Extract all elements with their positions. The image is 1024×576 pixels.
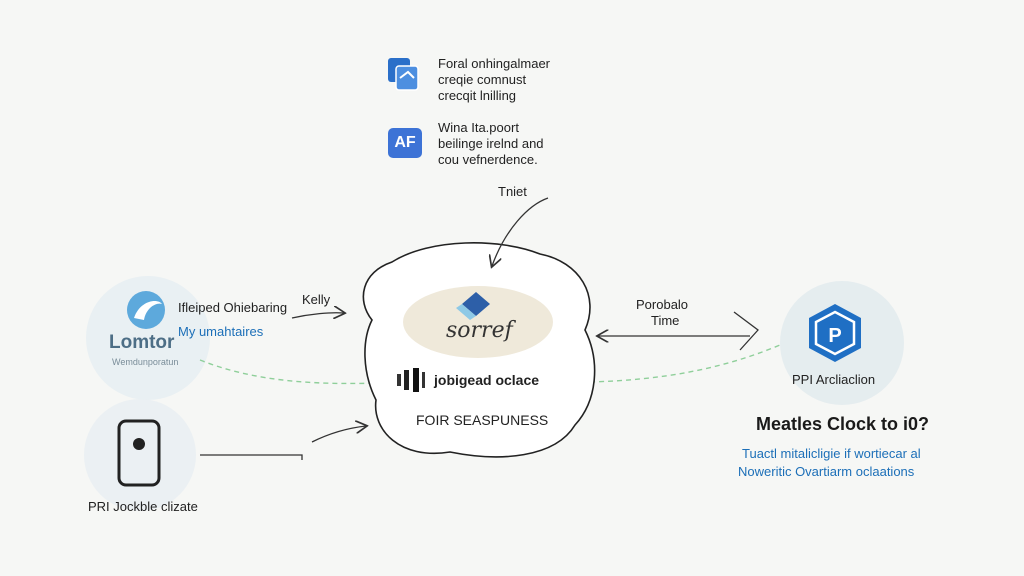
right-desc-line-2: Noweritic Ovartiarm oclaations xyxy=(738,464,915,479)
svg-text:P: P xyxy=(828,325,841,347)
smartphone-icon xyxy=(117,419,161,487)
right-heading: Meatles Clock to i0? xyxy=(756,414,930,434)
legend-item-2-line-1: Wina Ita.poort xyxy=(438,120,519,135)
barcode-icon xyxy=(397,368,425,392)
af-badge-icon: AF xyxy=(388,128,422,158)
arrow-left-bottom xyxy=(200,426,366,460)
right-desc-line-1: Tuactl mitalicligie if wortiecar al xyxy=(742,446,921,461)
center-script-text: sorref xyxy=(446,318,513,343)
left-top-circle xyxy=(86,276,210,400)
right-logo-label: PPI Arcliaclion xyxy=(792,372,876,387)
arrow-left-top xyxy=(291,313,344,318)
arrow-top xyxy=(492,197,549,266)
center-ellipse xyxy=(403,286,553,358)
center-title: jobigead oclace xyxy=(434,372,540,388)
legend-item-1-line-2: creqie comnust xyxy=(438,72,527,87)
hexagon-p-icon: P xyxy=(809,304,861,362)
right-arrow-label-1: Porobalo xyxy=(636,297,689,312)
left-bottom-circle xyxy=(84,399,196,511)
left-top-label-1: Ifleiped Ohiebaring xyxy=(178,300,288,315)
legend-item-2-line-3: cou vefnerdence. xyxy=(438,152,538,167)
legend-item-1-line-3: crecqit lnilling xyxy=(438,88,517,103)
legend-item-2-line-2: beilinge irelnd and xyxy=(438,136,544,151)
right-arrow-label-2: Time xyxy=(651,313,680,328)
left-top-label-2: My umahtaires xyxy=(178,324,264,339)
left-bottom-label: PRI Jockble clizate xyxy=(88,499,198,514)
stacked-documents-icon xyxy=(388,58,419,91)
blue-ribbon-icon xyxy=(456,292,490,320)
crescent-logo-icon xyxy=(127,291,165,329)
left-logo-subtext: Wemdunporatun xyxy=(112,357,179,367)
top-arrow-label: Tniet xyxy=(498,184,527,199)
legend-item-1-line-1: Foral onhingalmaer xyxy=(438,56,551,71)
left-arrow-label: Kelly xyxy=(302,292,331,307)
left-logo-text: Lomtor xyxy=(109,332,175,353)
arrow-right-chevron xyxy=(733,311,759,351)
af-badge-text: AF xyxy=(394,134,416,151)
center-subtitle: FOIR SEASPUNESS xyxy=(416,412,549,428)
